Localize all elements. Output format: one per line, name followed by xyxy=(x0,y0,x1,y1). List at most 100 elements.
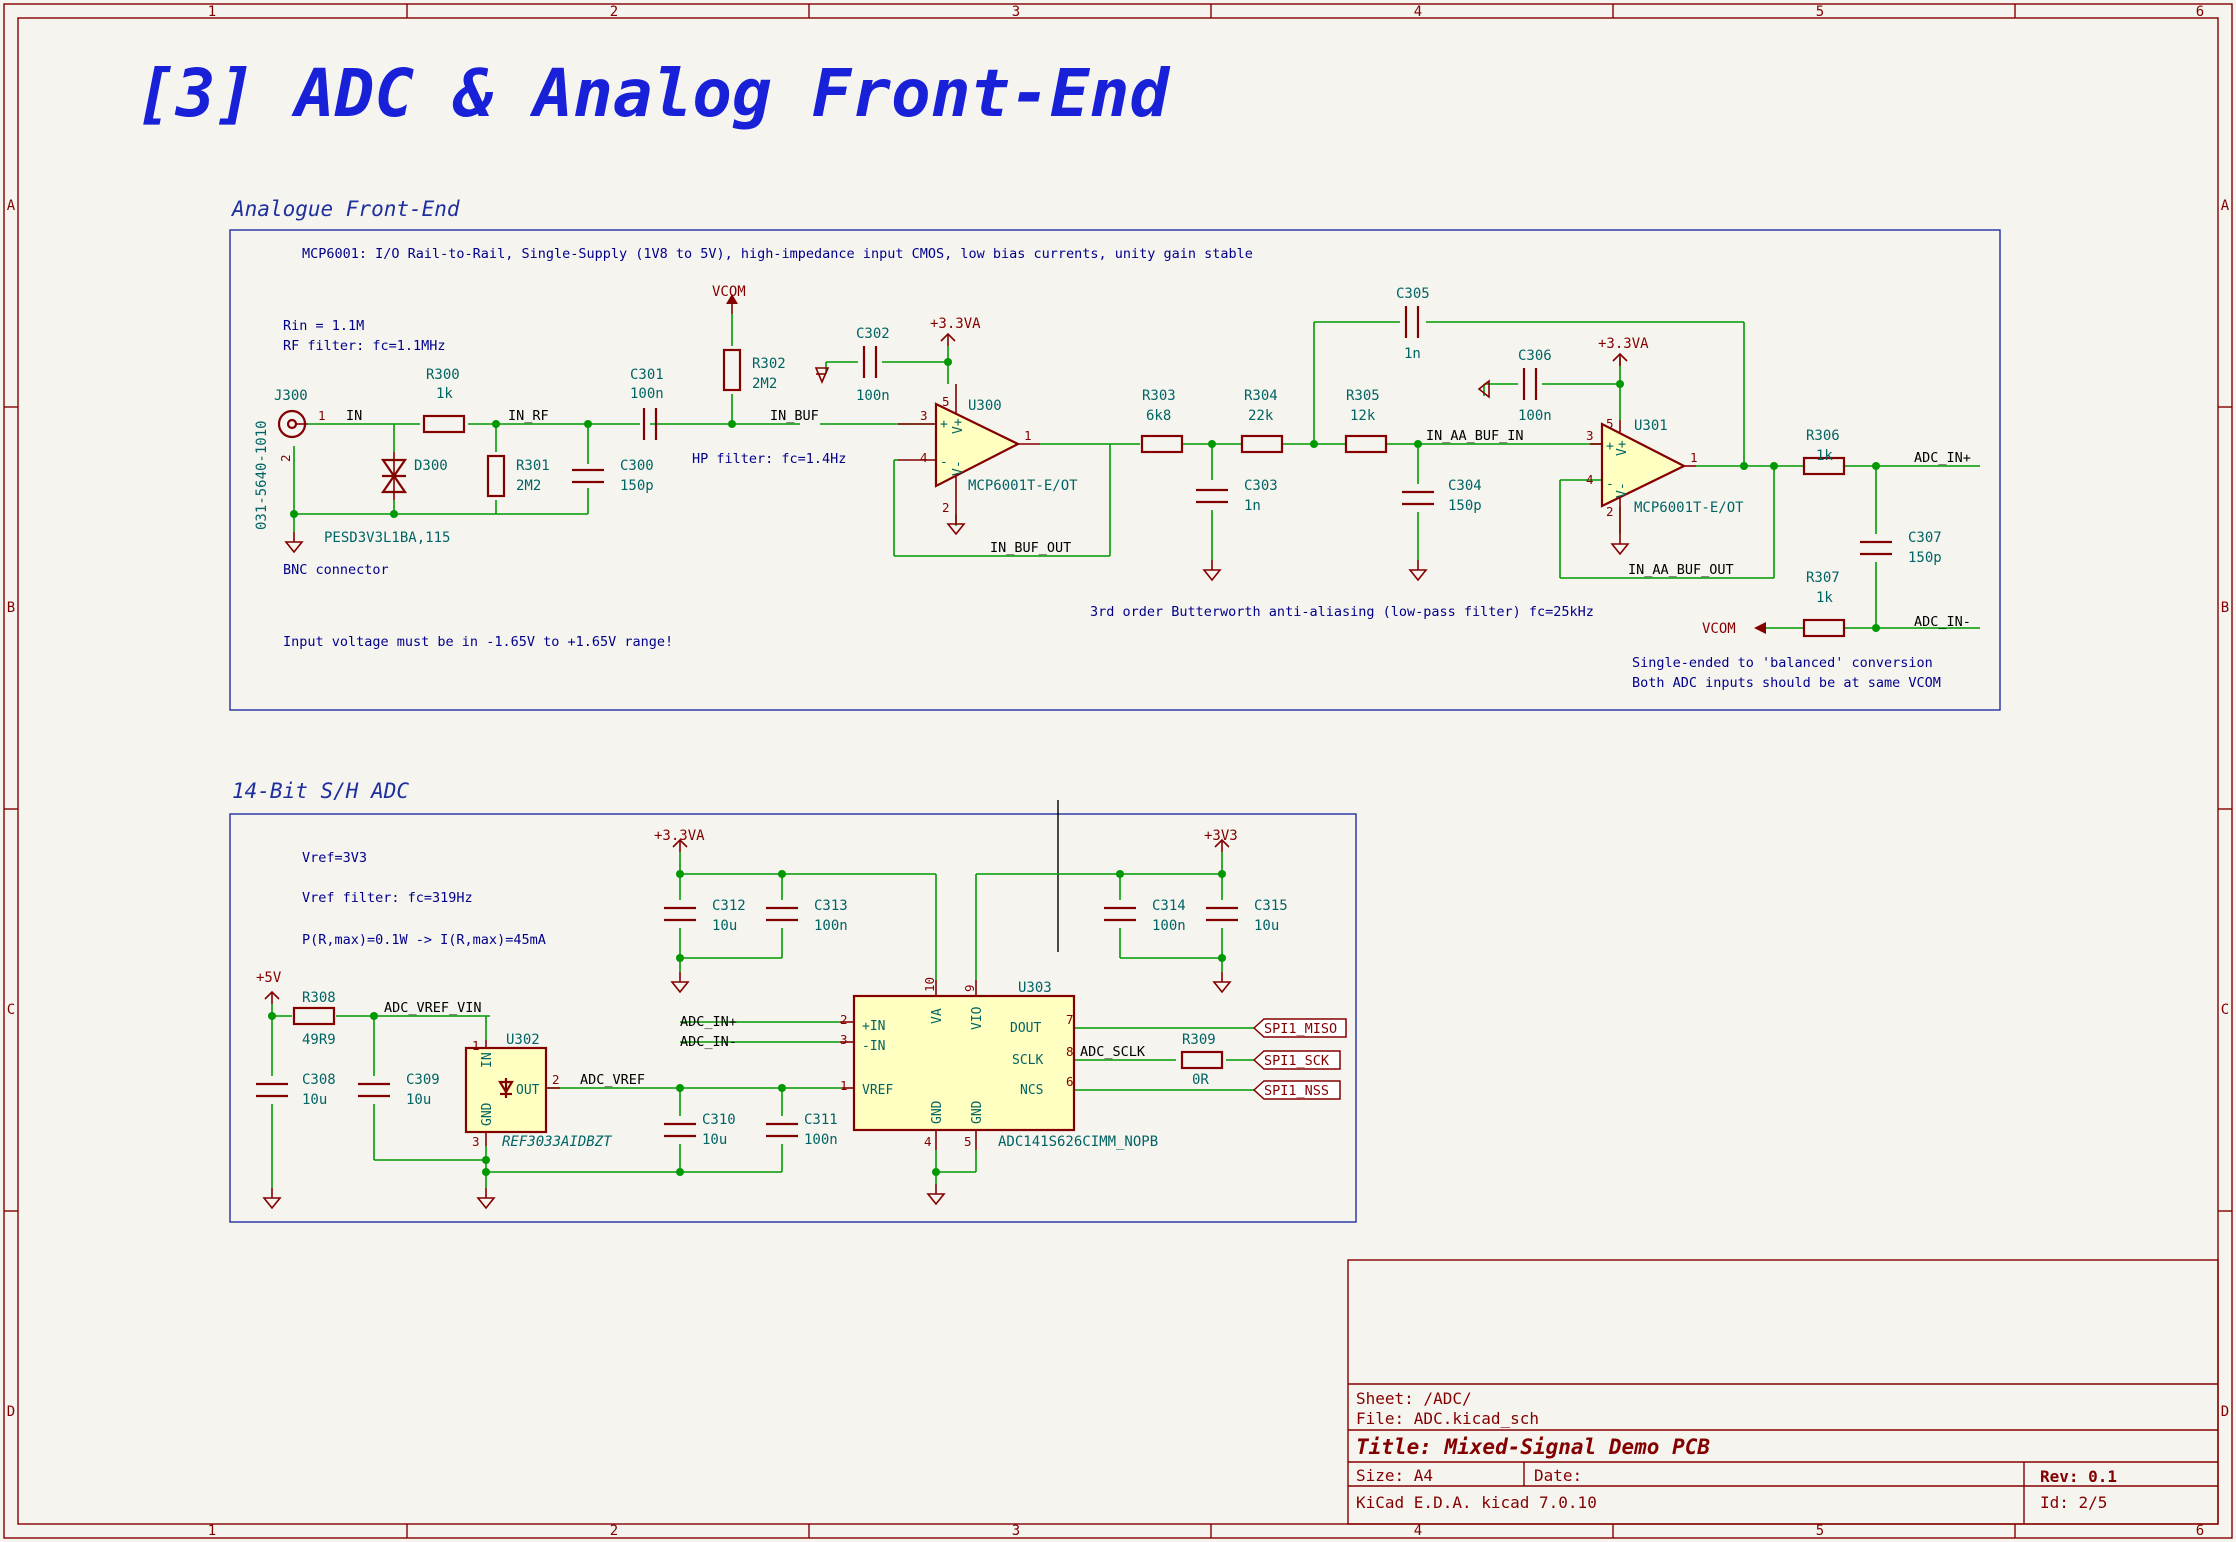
u303-vio-pin: VIO xyxy=(970,1006,985,1030)
c310-value: 10u xyxy=(702,1132,727,1148)
label-spi1-miso: SPI1_MISO xyxy=(1252,1018,1347,1038)
adc-title: 14-Bit S/H ADC xyxy=(232,779,409,803)
r307-ref: R307 xyxy=(1806,570,1840,586)
note-rin: Rin = 1.1M xyxy=(283,318,364,334)
j300-pin1: 1 xyxy=(318,408,326,423)
r303-value: 6k8 xyxy=(1146,408,1171,424)
net-adc-in-n-2: ADC_IN- xyxy=(680,1034,737,1050)
p33a-2-label: +3.3VA xyxy=(1598,336,1649,352)
u303-pin9: 9 xyxy=(962,984,977,992)
c306-ref: C306 xyxy=(1518,348,1552,364)
col-label: 2 xyxy=(610,1523,618,1539)
c303-value: 1n xyxy=(1244,498,1261,514)
r309-value: 0R xyxy=(1192,1072,1209,1088)
col-label: 1 xyxy=(208,4,216,20)
col-label: 2 xyxy=(610,4,618,20)
u303-pin7: 7 xyxy=(1066,1012,1074,1027)
r301-ref: R301 xyxy=(516,458,550,474)
vcom-power-out xyxy=(1754,622,1766,634)
net-adc-in-p-2: ADC_IN+ xyxy=(680,1014,737,1030)
u303-pin1: 1 xyxy=(840,1078,848,1093)
tb-sheet: Sheet: /ADC/ xyxy=(1356,1389,1472,1408)
u303-value: ADC141S626CIMM_NOPB xyxy=(998,1134,1158,1150)
vcom-power-top xyxy=(726,294,738,314)
c301-value: 100n xyxy=(630,386,664,402)
c309-ref: C309 xyxy=(406,1072,440,1088)
adc-wires xyxy=(271,852,1254,1188)
u303-va-pin: VA xyxy=(930,1008,945,1024)
u301-pin5: 5 xyxy=(1606,416,1614,431)
label-spi1-sck-text: SPI1_SCK xyxy=(1264,1053,1330,1069)
c305-value: 1n xyxy=(1404,346,1421,362)
c311-ref: C311 xyxy=(804,1112,838,1128)
label-spi1-nss: SPI1_NSS xyxy=(1252,1080,1341,1100)
j300-ref: J300 xyxy=(274,388,308,404)
c315-ref: C315 xyxy=(1254,898,1288,914)
c311-value: 100n xyxy=(804,1132,838,1148)
u302-voltage-reference: IN OUT GND 1 2 3 xyxy=(464,1038,560,1149)
r308-value: 49R9 xyxy=(302,1032,336,1048)
note-bnc: BNC connector xyxy=(283,562,389,578)
j300-pin2: 2 xyxy=(278,454,293,462)
net-in-buf-out: IN_BUF_OUT xyxy=(990,540,1071,556)
u303-dout-pin: DOUT xyxy=(1010,1021,1041,1036)
r305-ref: R305 xyxy=(1346,388,1380,404)
p33a-1-label: +3.3VA xyxy=(930,316,981,332)
c312-ref: C312 xyxy=(712,898,746,914)
afe-title: Analogue Front-End xyxy=(230,197,460,221)
col-label: 6 xyxy=(2196,4,2204,20)
c308-ref: C308 xyxy=(302,1072,336,1088)
u301-plus: + xyxy=(1606,439,1614,454)
c309-value: 10u xyxy=(406,1092,431,1108)
c305-ref: C305 xyxy=(1396,286,1430,302)
u303-adc: +IN -IN VREF VA VIO DOUT SCLK NCS GND GN… xyxy=(840,977,1076,1150)
note-hp: HP filter: fc=1.4Hz xyxy=(692,451,846,467)
p33a-adc-label: +3.3VA xyxy=(654,828,705,844)
u300-minus: - xyxy=(940,455,948,470)
d300-tvs-diode xyxy=(380,452,408,500)
u303-pin10: 10 xyxy=(922,977,937,992)
u303-pin3: 3 xyxy=(840,1032,848,1047)
col-label: 5 xyxy=(1816,4,1824,20)
note-se1: Single-ended to 'balanced' conversion xyxy=(1632,655,1933,671)
note-vfilt: Vref filter: fc=319Hz xyxy=(302,890,473,906)
row-label: C xyxy=(2221,1002,2229,1018)
u303-ncs-pin: NCS xyxy=(1020,1083,1043,1098)
net-in-rf: IN_RF xyxy=(508,408,549,424)
row-label: A xyxy=(2221,198,2230,214)
r302-value: 2M2 xyxy=(752,376,777,392)
note-se2: Both ADC inputs should be at same VCOM xyxy=(1632,675,1941,691)
c315-value: 10u xyxy=(1254,918,1279,934)
col-label: 1 xyxy=(208,1523,216,1539)
r304-ref: R304 xyxy=(1244,388,1278,404)
frame-labels: 1 2 3 4 5 6 1 2 3 4 5 6 A B C D A B C D xyxy=(7,4,2230,1539)
c310-ref: C310 xyxy=(702,1112,736,1128)
c300-ref: C300 xyxy=(620,458,654,474)
u302-gnd-pin: GND xyxy=(480,1102,495,1126)
col-label: 4 xyxy=(1414,4,1422,20)
row-label: D xyxy=(2221,1404,2229,1420)
r305-value: 12k xyxy=(1350,408,1376,424)
tb-rev: Rev: 0.1 xyxy=(2040,1467,2117,1486)
net-adc-vref: ADC_VREF xyxy=(580,1072,645,1088)
u301-opamp: + - V+ V- 3 4 1 5 2 xyxy=(1586,416,1698,534)
row-label: D xyxy=(7,1404,15,1420)
u302-pin3: 3 xyxy=(472,1134,480,1149)
p33-label: +3V3 xyxy=(1204,828,1238,844)
u300-vminus: V- xyxy=(951,460,966,476)
d300-ref: D300 xyxy=(414,458,448,474)
afe-junctions xyxy=(290,358,1880,632)
u301-vminus: V- xyxy=(1615,482,1630,498)
u301-pin3: 3 xyxy=(1586,428,1594,443)
label-spi1-nss-text: SPI1_NSS xyxy=(1264,1083,1329,1099)
col-label: 3 xyxy=(1012,1523,1020,1539)
row-label: B xyxy=(7,600,15,616)
u301-vplus: V+ xyxy=(1615,440,1630,456)
label-spi1-miso-text: SPI1_MISO xyxy=(1264,1021,1337,1037)
u303-pin5: 5 xyxy=(964,1134,972,1149)
c307-ref: C307 xyxy=(1908,530,1942,546)
u300-opamp: + - V+ V- 3 4 1 5 2 xyxy=(898,384,1040,515)
c314-ref: C314 xyxy=(1152,898,1186,914)
r309-ref: R309 xyxy=(1182,1032,1216,1048)
u301-pin4: 4 xyxy=(1586,472,1594,487)
